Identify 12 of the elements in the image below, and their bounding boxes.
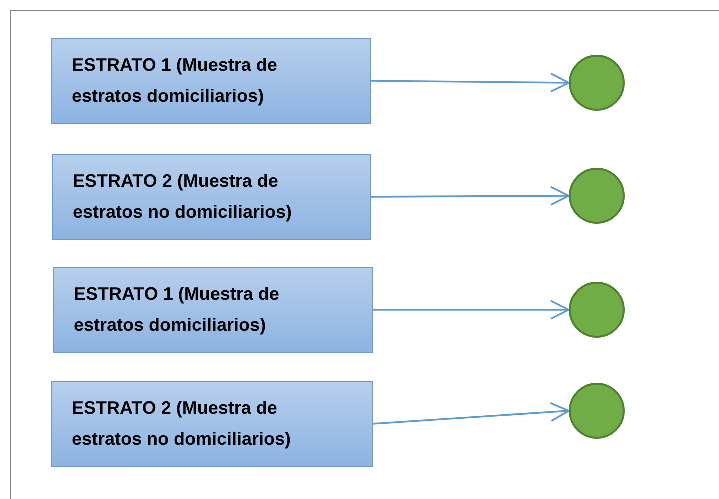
arrow bbox=[372, 402, 570, 425]
arrow bbox=[371, 72, 570, 93]
process-box bbox=[51, 38, 371, 124]
box-label: ESTRATO 1 (Muestra de estratos domiciliarios) bbox=[74, 283, 280, 337]
arrow bbox=[371, 186, 570, 206]
box-label: ESTRATO 2 (Muestra de estratos no domiciliarios) bbox=[73, 170, 294, 224]
arrow bbox=[373, 300, 570, 320]
box-label: ESTRATO 2 (Muestra de estratos no domiciliarios) bbox=[72, 397, 292, 451]
process-box bbox=[51, 381, 373, 467]
process-box bbox=[53, 267, 373, 353]
box-label: ESTRATO 1 (Muestra de estratos domiciliarios) bbox=[72, 54, 278, 108]
process-box bbox=[52, 154, 371, 240]
